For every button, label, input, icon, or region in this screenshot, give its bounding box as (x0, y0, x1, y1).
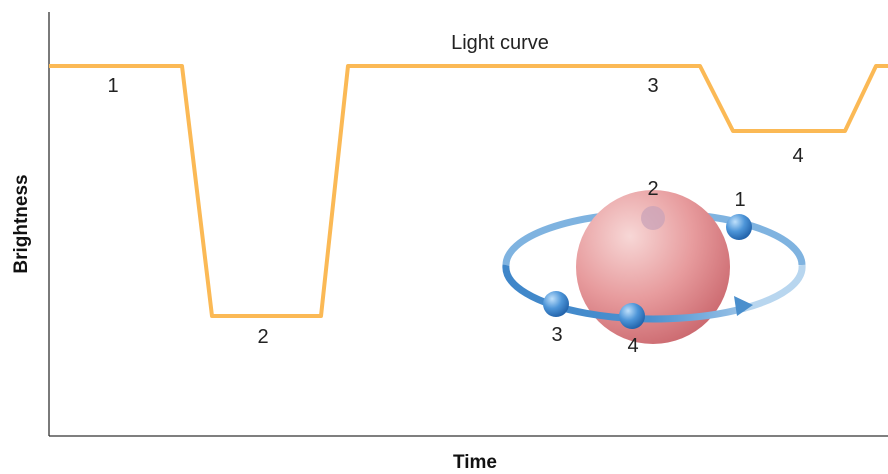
curve-label-3: 3 (647, 75, 658, 97)
curve-label-2: 2 (257, 326, 268, 348)
planet-behind-star (641, 206, 665, 230)
orbit-label-2: 2 (647, 178, 658, 200)
curve-label-1: 1 (107, 75, 118, 97)
orbit-label-1: 1 (734, 189, 745, 211)
orbit-front (502, 264, 746, 323)
star (576, 190, 730, 344)
orbit-label-3: 3 (551, 324, 562, 346)
x-axis-title: Time (453, 452, 497, 473)
orbit-label-4: 4 (627, 335, 638, 357)
light-curve-title: Light curve (451, 32, 549, 54)
curve-label-4: 4 (792, 145, 803, 167)
light-curve-line (49, 64, 888, 318)
orbit-front-faded (744, 264, 806, 312)
planet-position-3 (543, 291, 569, 317)
orbit-arrow-icon (734, 296, 753, 316)
y-axis-title: Brightness (11, 174, 32, 273)
planet-position-4 (619, 303, 645, 329)
planet-position-1 (726, 214, 752, 240)
